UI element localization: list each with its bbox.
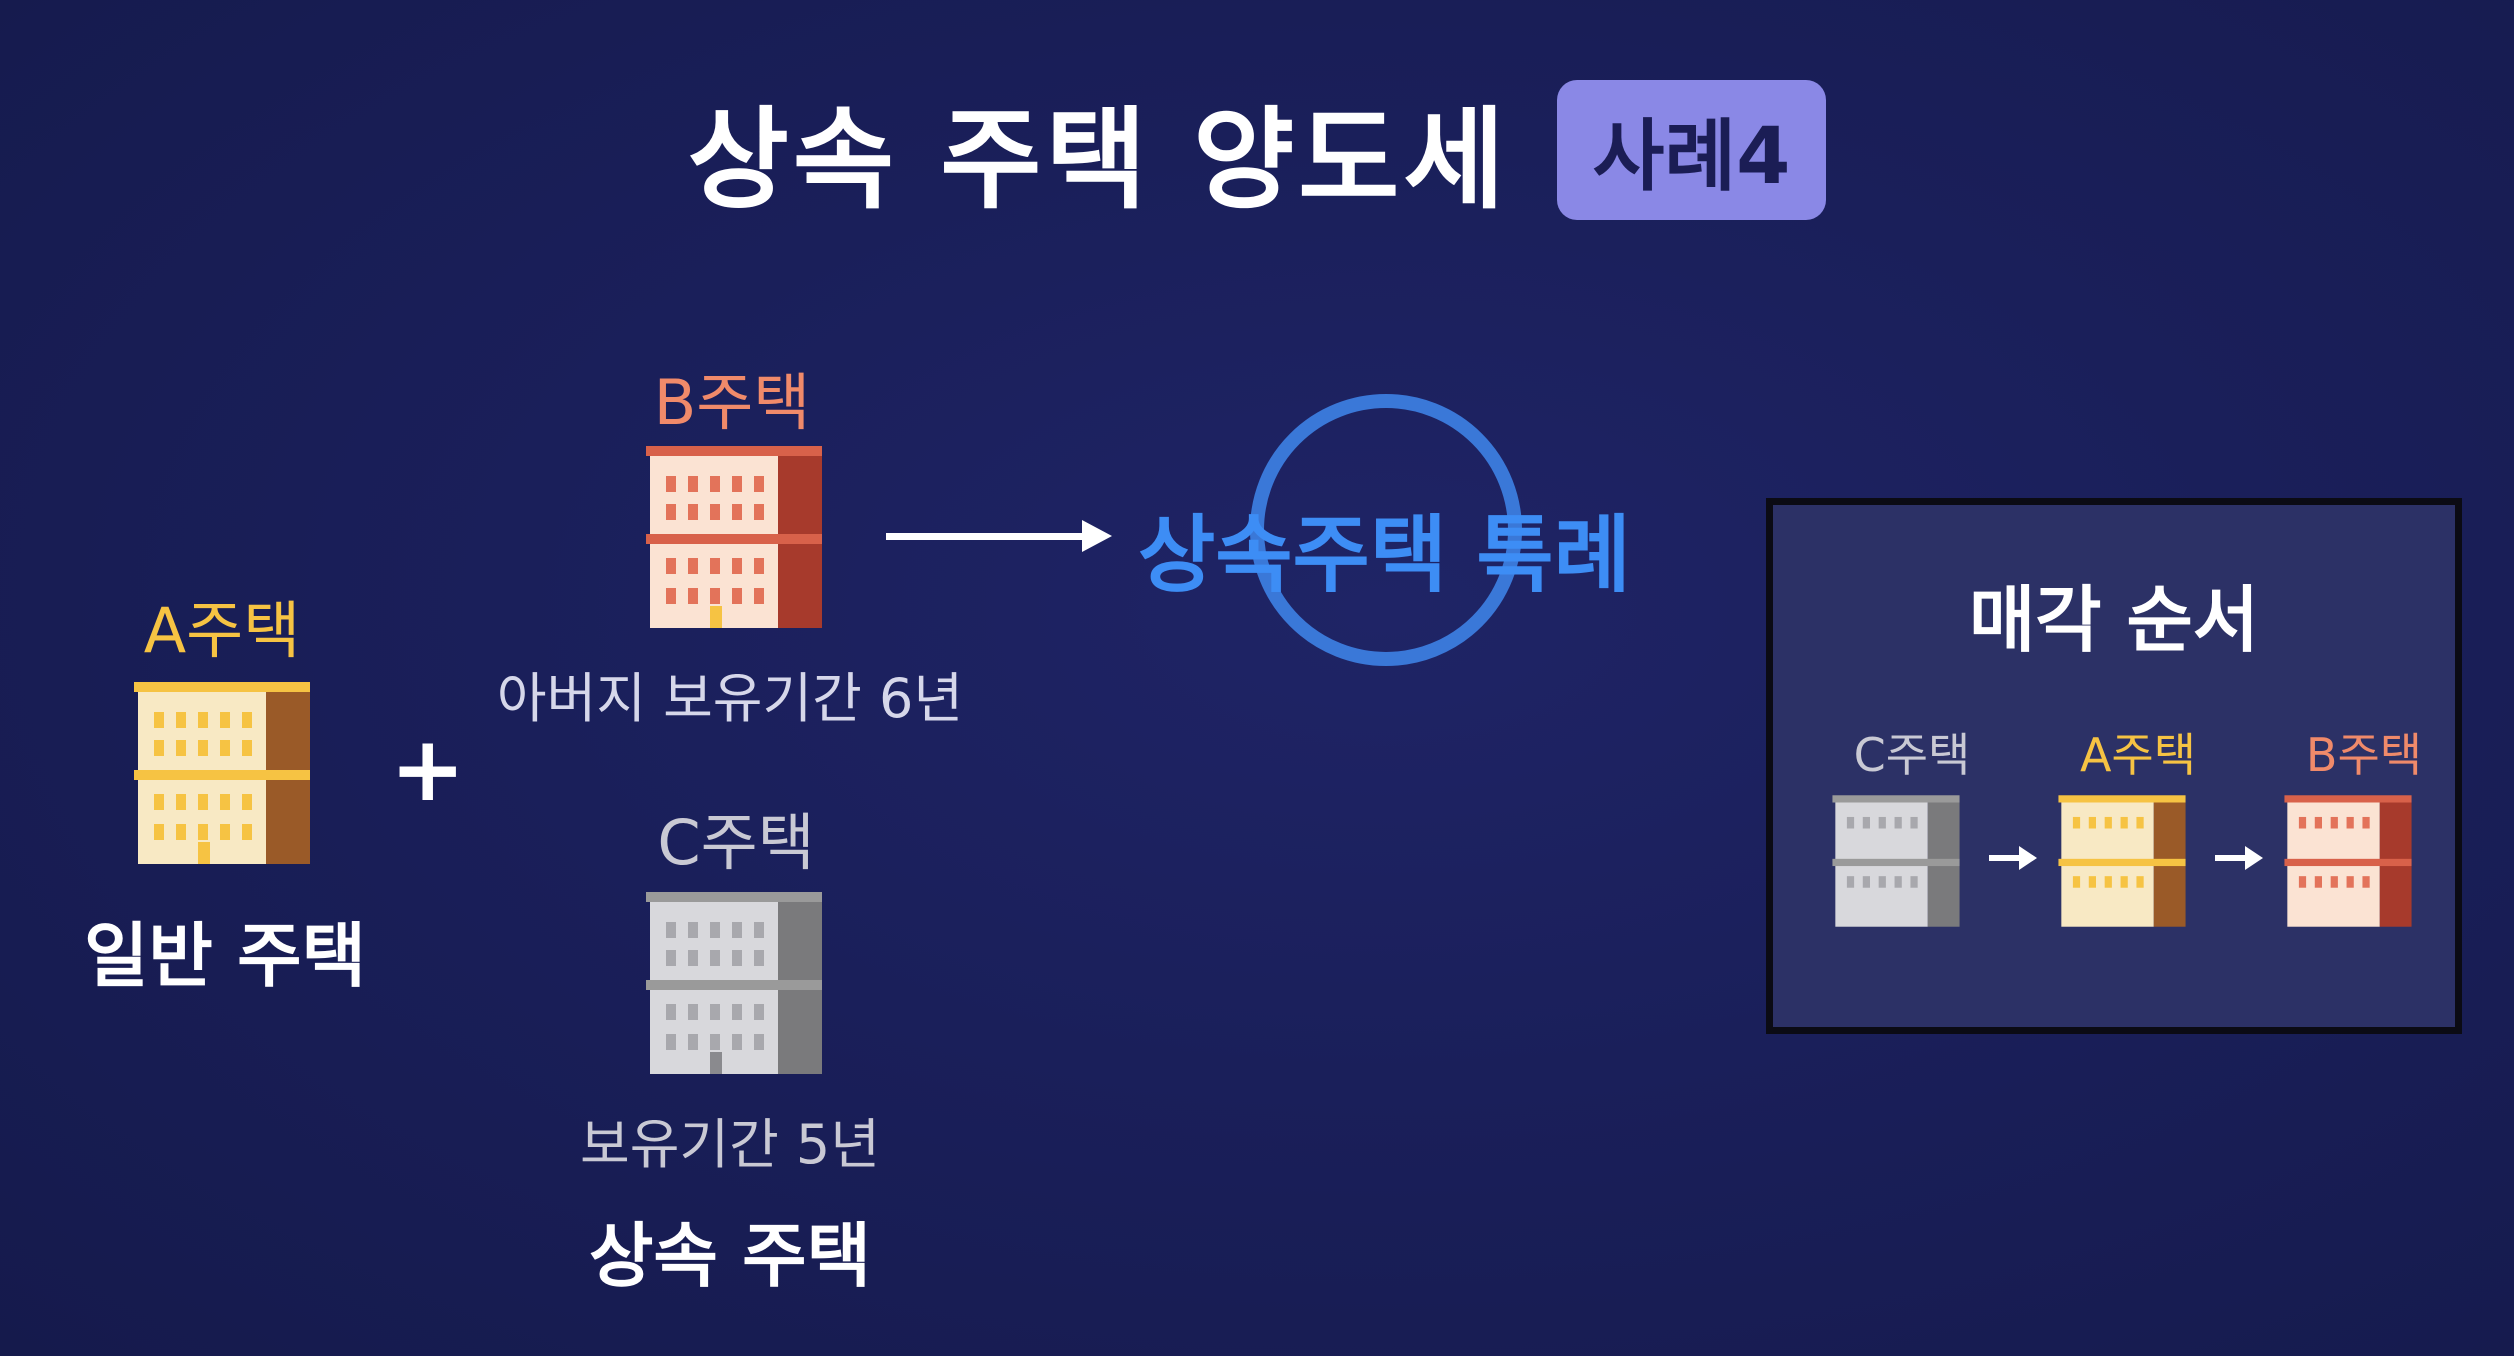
house-a-building-icon <box>132 682 312 864</box>
order-arrow-1-icon <box>1989 843 2037 873</box>
order-house-c-icon <box>1831 795 1961 927</box>
house-a-label: A주택 <box>143 594 301 667</box>
highlight-circle-icon <box>1246 390 1526 670</box>
inherited-house-caption: 상속 주택 <box>589 1215 871 1297</box>
page-title: 상속 주택 양도세 <box>687 96 1509 224</box>
sale-order-item-c: C주택 <box>1853 728 1971 782</box>
sale-order-title: 매각 순서 <box>1968 578 2260 662</box>
title-bar: 상속 주택 양도세 사례4 <box>0 70 2514 230</box>
order-house-b-icon <box>2283 795 2413 927</box>
plus-sign: + <box>390 717 466 822</box>
house-b-building-icon <box>644 446 824 628</box>
special-rule-text: 상속주택 특례 <box>1138 506 1631 604</box>
house-c-note: 보유기간 5년 <box>580 1113 880 1176</box>
order-house-a-icon <box>2057 795 2187 927</box>
order-arrow-2-icon <box>2215 843 2263 873</box>
house-b-note: 아버지 보유기간 6년 <box>496 667 964 730</box>
sale-order-box: 매각 순서 C주택 A주택 B주택 <box>1766 498 2462 1034</box>
sale-order-item-b: B주택 <box>2305 728 2423 782</box>
house-b-label: B주택 <box>653 366 811 439</box>
house-c-label: C주택 <box>657 806 815 879</box>
house-a-caption: 일반 주택 <box>84 915 366 997</box>
arrow-right-icon <box>886 514 1112 558</box>
house-c-building-icon <box>644 892 824 1074</box>
sale-order-item-a: A주택 <box>2079 728 2197 782</box>
case-badge: 사례4 <box>1556 80 1827 220</box>
